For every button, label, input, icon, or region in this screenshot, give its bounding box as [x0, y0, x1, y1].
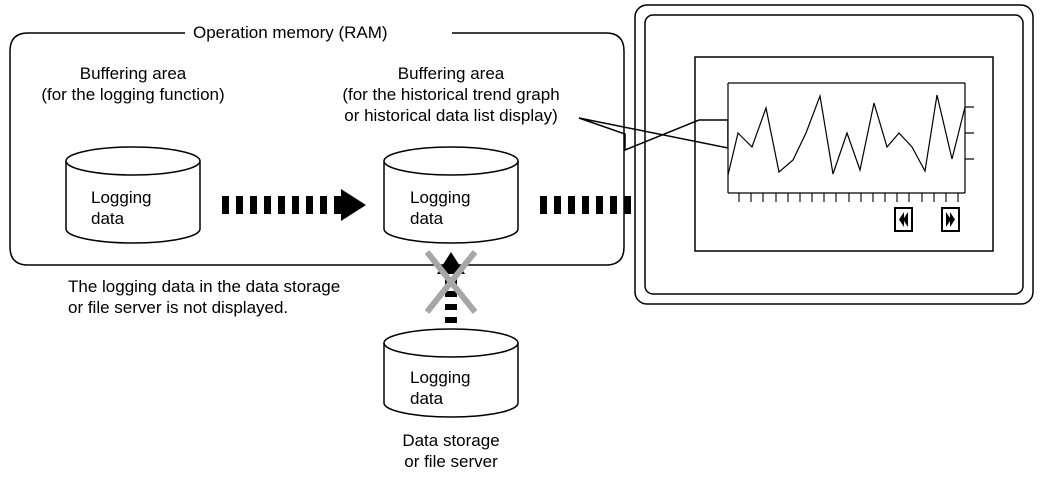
logging-data-cylinder-history [383, 146, 519, 244]
ram-title: Operation memory (RAM) [193, 23, 388, 42]
cylinder-ram-line2: data [91, 209, 125, 228]
buffer-area-logging-line1: Buffering area [79, 64, 187, 83]
page-back-button[interactable] [894, 207, 913, 232]
cylinder-history-line2: data [410, 209, 444, 228]
cylinder-storage-line2: data [410, 389, 444, 408]
storage-label: Data storage or file server [371, 430, 531, 472]
not-displayed-note: The logging data in the data storage or … [68, 276, 340, 318]
ram-frame [9, 32, 625, 266]
double-left-arrow-icon [899, 212, 904, 227]
buffer-area-logging-label: Buffering area (for the logging function… [0, 63, 266, 105]
buffer-area-logging-line2: (for the logging function) [41, 85, 225, 104]
not-displayed-note-line1: The logging data in the data storage [68, 277, 341, 296]
logging-data-cylinder-ram [65, 146, 201, 244]
dashed-arrow-storage-to-history [437, 252, 465, 323]
cylinder-storage-label: Logging data [410, 367, 471, 409]
trend-y-ticks [965, 106, 974, 160]
cylinder-history-line1: Logging [410, 188, 471, 207]
storage-label-line1: Data storage [402, 431, 500, 450]
trend-line [727, 93, 966, 176]
blocked-cross-icon [424, 250, 478, 314]
buffer-area-history-line3: or historical data list display) [344, 106, 558, 125]
cylinder-history-label: Logging data [410, 187, 471, 229]
buffer-area-history-label: Buffering area (for the historical trend… [298, 63, 604, 126]
not-displayed-note-line2: or file server is not displayed. [68, 298, 289, 317]
trend-graph [727, 82, 974, 202]
logging-data-cylinder-storage [383, 328, 519, 418]
cylinder-storage-line1: Logging [410, 368, 471, 387]
page-forward-button[interactable] [941, 207, 960, 232]
double-right-arrow-icon [946, 212, 951, 227]
trend-x-ticks [738, 193, 959, 202]
dashed-arrow-buffer-to-history [222, 189, 366, 221]
buffer-area-history-line2: (for the historical trend graph [342, 85, 560, 104]
cylinder-ram-label: Logging data [91, 187, 152, 229]
storage-label-line2: or file server [404, 452, 498, 471]
buffer-area-history-line1: Buffering area [397, 64, 505, 83]
cylinder-ram-line1: Logging [91, 188, 152, 207]
